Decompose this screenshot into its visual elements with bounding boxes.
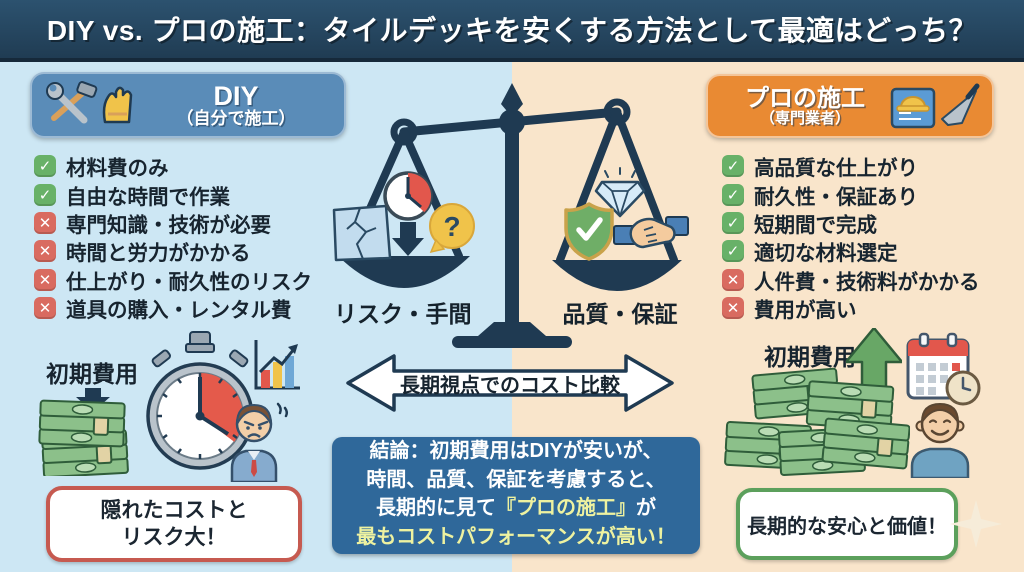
time-clock-icon xyxy=(383,171,433,221)
sparkle-icon xyxy=(950,500,1002,548)
clock-icon xyxy=(945,370,981,406)
list-item-label: 道具の購入・レンタル費 xyxy=(66,299,292,323)
shield-check-icon xyxy=(564,202,614,261)
tools-icon xyxy=(46,81,133,124)
list-item: ✕ 仕上がり・耐久性のリスク xyxy=(34,266,344,294)
pro-initial-cost-label: 初期費用 xyxy=(764,344,856,370)
cross-icon: ✕ xyxy=(34,211,56,234)
glove-icon xyxy=(102,86,133,124)
balance-scale-illustration: ? xyxy=(332,83,689,348)
cost-comparison-arrow: 長期視点でのコスト比較 xyxy=(346,352,674,414)
money-pile-large-icon xyxy=(724,367,910,477)
list-item: ✓ 適切な材料選定 xyxy=(722,237,1022,265)
cross-icon: ✕ xyxy=(722,297,744,320)
cross-icon: ✕ xyxy=(722,268,744,291)
list-item: ✓ 自由な時間で作業 xyxy=(34,180,344,209)
comparison-arrow-label: 長期視点でのコスト比較 xyxy=(400,374,620,397)
diy-checklist: ✓ 材料費のみ ✓ 自由な時間で作業 ✕ 専門知識・技術が必要 ✕ 時間と労力が… xyxy=(34,152,344,322)
conclusion-line4: 最もコストパフォーマンスが高い！ xyxy=(356,525,676,548)
pro-header-badge: プロの施工 （専門業者） xyxy=(706,74,994,138)
right-pan-label: 品質・保証 xyxy=(562,301,678,327)
list-item: ✓ 耐久性・保証あり xyxy=(722,180,1022,209)
diy-title: DIY xyxy=(213,80,259,111)
list-item-label: 適切な材料選定 xyxy=(754,242,898,266)
check-icon: ✓ xyxy=(34,183,56,206)
down-arrow-icon xyxy=(76,388,110,412)
check-icon: ✓ xyxy=(722,183,744,206)
pro-title: プロの施工 xyxy=(745,84,865,112)
diy-badge-title: DIY （自分で施工） xyxy=(138,82,334,128)
blueprint-trowel-icon xyxy=(890,83,980,129)
diy-verdict-box: 隠れたコストと リスク大！ xyxy=(46,486,302,562)
list-item-label: 費用が高い xyxy=(754,299,857,323)
calendar-clock-icon xyxy=(906,332,981,406)
conclusion-highlight: 『プロの施工』 xyxy=(496,497,636,519)
up-arrow-icon xyxy=(846,328,902,424)
conclusion-line2: 時間、品質、保証を考慮すると、 xyxy=(366,468,666,491)
list-item-label: 自由な時間で作業 xyxy=(66,185,230,209)
list-item-label: 耐久性・保証あり xyxy=(754,185,918,209)
double-arrow-icon xyxy=(346,354,674,412)
list-item-label: 専門知識・技術が必要 xyxy=(66,213,271,237)
diamond-icon xyxy=(594,167,646,218)
check-icon: ✓ xyxy=(722,155,744,178)
worried-person-icon xyxy=(230,402,289,482)
handshake-icon xyxy=(613,216,689,249)
cross-icon: ✕ xyxy=(34,297,56,320)
list-item: ✓ 高品質な仕上がり xyxy=(722,152,1022,180)
conclusion-box: 結論：初期費用はDIYが安いが、 時間、品質、保証を考慮すると、 長期的に見て『… xyxy=(332,437,700,554)
list-item: ✕ 時間と労力がかかる xyxy=(34,237,344,265)
pro-checklist: ✓ 高品質な仕上がり ✓ 耐久性・保証あり ✓ 短期間で完成 ✓ 適切な材料選定… xyxy=(722,152,1022,322)
list-item: ✕ 道具の購入・レンタル費 xyxy=(34,294,344,322)
list-item: ✕ 費用が高い xyxy=(722,294,1022,322)
rising-cost-chart-icon xyxy=(254,340,300,390)
diy-initial-cost-label: 初期費用 xyxy=(46,361,138,387)
page-title: DIY vs. プロの施工：タイルデッキを安くする方法として最適はどっち？ xyxy=(46,15,978,46)
cross-icon: ✕ xyxy=(34,268,56,291)
svg-text:?: ? xyxy=(443,211,460,242)
conclusion-line1: 結論：初期費用はDIYが安いが、 xyxy=(369,440,663,462)
list-item: ✓ 短期間で完成 xyxy=(722,209,1022,237)
list-item-label: 高品質な仕上がり xyxy=(754,157,918,181)
diy-verdict-line1: 隠れたコストと xyxy=(100,499,248,522)
list-item: ✕ 人件費・技術料がかかる xyxy=(722,266,1022,294)
money-stack-small-icon xyxy=(38,399,130,476)
pro-verdict-label: 長期的な安心と価値！ xyxy=(747,515,947,538)
diy-verdict-line2: リスク大！ xyxy=(121,526,227,549)
left-pan-label: リスク・手間 xyxy=(334,301,472,327)
question-bubble-icon: ? xyxy=(429,203,475,254)
trowel-icon xyxy=(941,83,980,126)
broken-tile-icon xyxy=(332,204,392,262)
list-item-label: 仕上がり・耐久性のリスク xyxy=(66,270,312,294)
pro-badge-title: プロの施工 （専門業者） xyxy=(720,84,890,127)
list-item: ✕ 専門知識・技術が必要 xyxy=(34,209,344,237)
stopwatch-icon xyxy=(146,331,254,470)
list-item-label: 材料費のみ xyxy=(66,157,169,181)
list-item-label: 時間と労力がかかる xyxy=(66,242,251,266)
header-bar: DIY vs. プロの施工：タイルデッキを安くする方法として最適はどっち？ xyxy=(0,0,1024,62)
list-item-label: 人件費・技術料がかかる xyxy=(754,270,980,294)
conclusion-line3: 長期的に見て『プロの施工』が xyxy=(376,497,656,519)
cross-icon: ✕ xyxy=(34,240,56,263)
list-item-label: 短期間で完成 xyxy=(754,213,877,237)
list-item: ✓ 材料費のみ xyxy=(34,152,344,180)
pro-verdict-box: 長期的な安心と価値！ xyxy=(736,488,958,560)
check-icon: ✓ xyxy=(722,240,744,263)
decline-arrow-icon xyxy=(392,222,424,256)
check-icon: ✓ xyxy=(34,155,56,178)
diy-header-badge: DIY （自分で施工） xyxy=(30,72,346,138)
pro-subtitle: （専門業者） xyxy=(759,109,850,127)
check-icon: ✓ xyxy=(722,211,744,234)
happy-person-icon xyxy=(910,402,970,478)
diy-subtitle: （自分で施工） xyxy=(176,109,296,129)
